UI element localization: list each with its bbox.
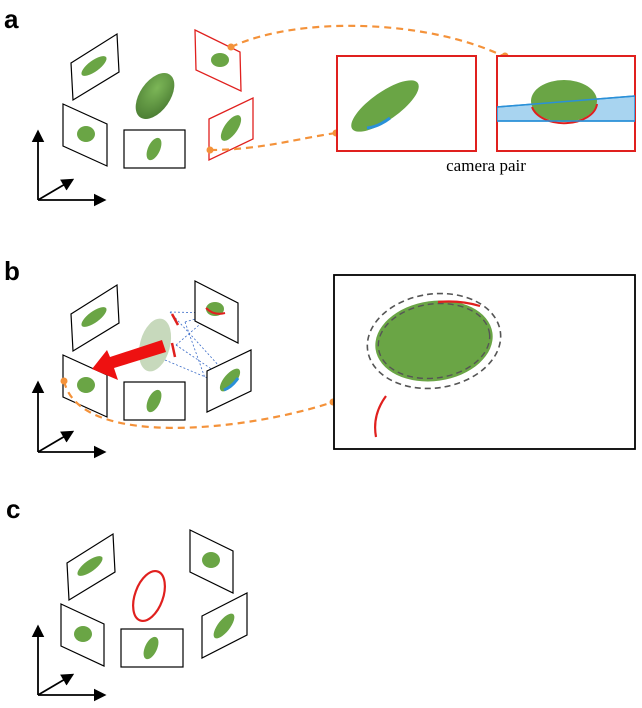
enlarged-view-b xyxy=(333,274,636,450)
panel-b-letter: b xyxy=(4,256,20,286)
camera-frame-bottom-c xyxy=(120,628,184,668)
connectors-a xyxy=(209,24,506,152)
camera-frame-top-left-c xyxy=(66,532,116,602)
big-red-arrow xyxy=(92,340,166,380)
connector-b xyxy=(62,380,334,429)
camera-frame-top-right-c xyxy=(189,529,234,594)
camera-frame-top-left xyxy=(70,32,120,102)
panel-c-letter: c xyxy=(6,494,20,524)
camera-frame-mid-left-c xyxy=(60,603,105,667)
camera-frame-bottom-right-b xyxy=(206,349,252,413)
panel-a-letter: a xyxy=(4,4,19,34)
camera-pair-caption: camera pair xyxy=(446,156,526,175)
panel-c: c xyxy=(6,494,248,702)
red-contour-fragments xyxy=(170,313,180,358)
camera-frame-top-left-b xyxy=(70,283,120,353)
camera-frame-bottom-b xyxy=(123,381,186,421)
camera-frame-bottom-right-red xyxy=(208,96,254,162)
camera-frame-top-right-b xyxy=(194,280,239,344)
axes-c xyxy=(31,624,107,702)
camera-frame-bottom-right-c xyxy=(201,592,248,659)
axes-b xyxy=(31,380,107,459)
camera-pair-left-view xyxy=(336,55,477,152)
reconstructed-contour xyxy=(132,570,166,622)
camera-frame-mid-left xyxy=(62,103,108,167)
panel-b: b xyxy=(4,256,636,459)
camera-pair-right-view xyxy=(496,55,636,152)
camera-frame-bottom xyxy=(123,129,186,169)
camera-frame-top-right-red xyxy=(194,28,242,93)
axes-a xyxy=(31,129,107,207)
panel-a: a xyxy=(4,4,636,207)
object-3d-a xyxy=(135,73,175,119)
